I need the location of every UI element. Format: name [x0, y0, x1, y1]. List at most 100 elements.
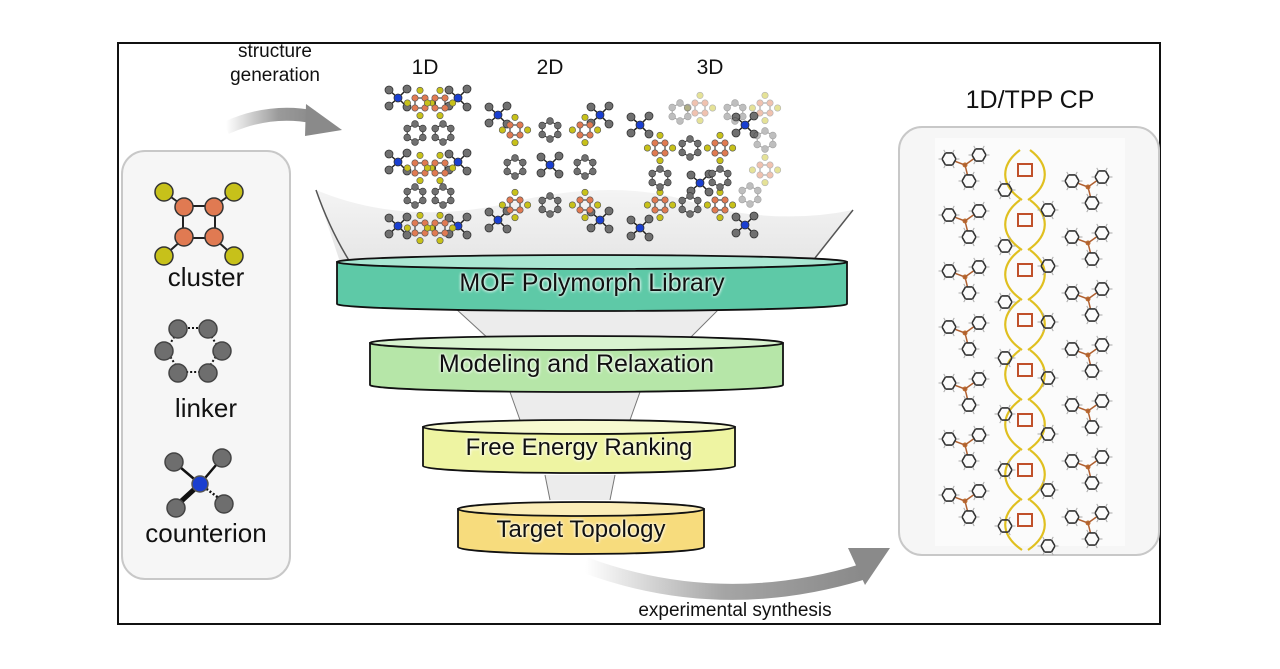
- linker-ring: [431, 183, 455, 209]
- tpp-phenyl-ring: [1081, 305, 1103, 325]
- copper-cluster: [1017, 213, 1033, 227]
- tpp-phenyl-ring: [1037, 480, 1059, 500]
- linker-icon: [154, 319, 232, 383]
- copper-cluster: [1017, 163, 1033, 177]
- funnel-stage-3-label: Free Energy Ranking: [465, 434, 693, 461]
- tpp-phenyl-ring: [994, 180, 1016, 200]
- tpp-phenyl-ring: [1081, 473, 1103, 493]
- counterion-molecule: [384, 212, 412, 240]
- linker-ring: [738, 182, 762, 208]
- linker-ring: [678, 135, 702, 161]
- cluster-node: [703, 188, 737, 222]
- counterion-molecule: [626, 111, 654, 139]
- tpp-phenyl-ring: [994, 292, 1016, 312]
- funnel-stage-2-label: Modeling and Relaxation: [438, 350, 715, 378]
- tpp-phenyl-ring: [938, 485, 960, 505]
- dim-label-1d: 1D: [411, 56, 439, 79]
- tpp-phenyl-ring: [968, 313, 990, 333]
- tpp-phenyl-ring: [994, 460, 1016, 480]
- tpp-phenyl-ring: [1091, 503, 1113, 523]
- cluster-node: [423, 151, 457, 185]
- tpp-phenyl-ring: [994, 404, 1016, 424]
- counterion-molecule: [536, 151, 564, 179]
- tpp-phenyl-ring: [1061, 339, 1083, 359]
- cluster-node: [748, 91, 782, 125]
- copper-cluster: [1017, 513, 1033, 527]
- tpp-phenyl-ring: [938, 373, 960, 393]
- tpp-phenyl-ring: [938, 317, 960, 337]
- tpp-phenyl-ring: [958, 395, 980, 415]
- tpp-phenyl-ring: [994, 348, 1016, 368]
- tpp-phenyl-ring: [1081, 417, 1103, 437]
- cluster-node: [568, 113, 602, 147]
- tpp-phenyl-ring: [1081, 361, 1103, 381]
- cluster-node: [403, 151, 437, 185]
- tpp-phenyl-ring: [968, 425, 990, 445]
- dim-label-2d: 2D: [536, 56, 564, 79]
- counterion-molecule: [484, 101, 512, 129]
- tpp-phenyl-ring: [1037, 256, 1059, 276]
- linker-ring: [403, 120, 427, 146]
- tpp-phenyl-ring: [1081, 193, 1103, 213]
- tpp-phenyl-ring: [1037, 200, 1059, 220]
- counterion-molecule: [586, 206, 614, 234]
- cluster-node: [403, 211, 437, 245]
- dim-label-3d: 3D: [696, 56, 724, 79]
- funnel-stage-2-cylinder: [369, 335, 784, 393]
- funnel-stage-4-label: Target Topology: [496, 516, 666, 543]
- counterion-molecule: [586, 101, 614, 129]
- tpp-phenyl-ring: [1061, 395, 1083, 415]
- linker-ring: [573, 154, 597, 180]
- funnel-stage-3-cylinder: [422, 419, 736, 474]
- cluster-label: cluster: [167, 262, 245, 292]
- cluster-node: [498, 113, 532, 147]
- tpp-phenyl-ring: [938, 205, 960, 225]
- counterion-label: counterion: [145, 518, 267, 548]
- linker-ring: [503, 154, 527, 180]
- tpp-phenyl-ring: [1091, 335, 1113, 355]
- tpp-phenyl-ring: [1037, 368, 1059, 388]
- tpp-phenyl-ring: [968, 145, 990, 165]
- tpp-phenyl-ring: [1061, 451, 1083, 471]
- cluster-node: [568, 188, 602, 222]
- linker-ring: [678, 192, 702, 218]
- tpp-phenyl-ring: [968, 369, 990, 389]
- cluster-node: [748, 153, 782, 187]
- tpp-phenyl-ring: [1091, 223, 1113, 243]
- tpp-phenyl-ring: [1091, 167, 1113, 187]
- linker-ring: [753, 127, 777, 153]
- tpp-phenyl-ring: [958, 283, 980, 303]
- tpp-phenyl-ring: [994, 516, 1016, 536]
- copper-cluster: [1017, 313, 1033, 327]
- counterion-molecule: [731, 111, 759, 139]
- funnel-stage-1-label: MOF Polymorph Library: [459, 269, 725, 297]
- copper-cluster: [1017, 463, 1033, 477]
- tpp-phenyl-ring: [1061, 227, 1083, 247]
- linker-ring: [403, 183, 427, 209]
- tpp-phenyl-ring: [968, 481, 990, 501]
- cluster-node: [703, 131, 737, 165]
- funnel-stage-1-cylinder: [336, 254, 848, 312]
- tpp-phenyl-ring: [968, 257, 990, 277]
- tpp-phenyl-ring: [1081, 529, 1103, 549]
- tpp-phenyl-ring: [938, 261, 960, 281]
- cluster-node: [683, 91, 717, 125]
- cluster-node: [643, 131, 677, 165]
- linker-ring: [538, 192, 562, 218]
- tpp-phenyl-ring: [1037, 424, 1059, 444]
- linker-ring: [723, 99, 747, 125]
- linker-ring: [708, 165, 732, 191]
- cluster-node: [498, 188, 532, 222]
- tpp-phenyl-ring: [1091, 279, 1113, 299]
- tpp-phenyl-ring: [938, 149, 960, 169]
- tpp-phenyl-ring: [958, 339, 980, 359]
- tpp-phenyl-ring: [1037, 312, 1059, 332]
- counterion-icon: [164, 448, 234, 518]
- counterion-molecule: [626, 214, 654, 242]
- structure-generation-label: structure generation: [210, 40, 340, 88]
- linker-ring: [668, 99, 692, 125]
